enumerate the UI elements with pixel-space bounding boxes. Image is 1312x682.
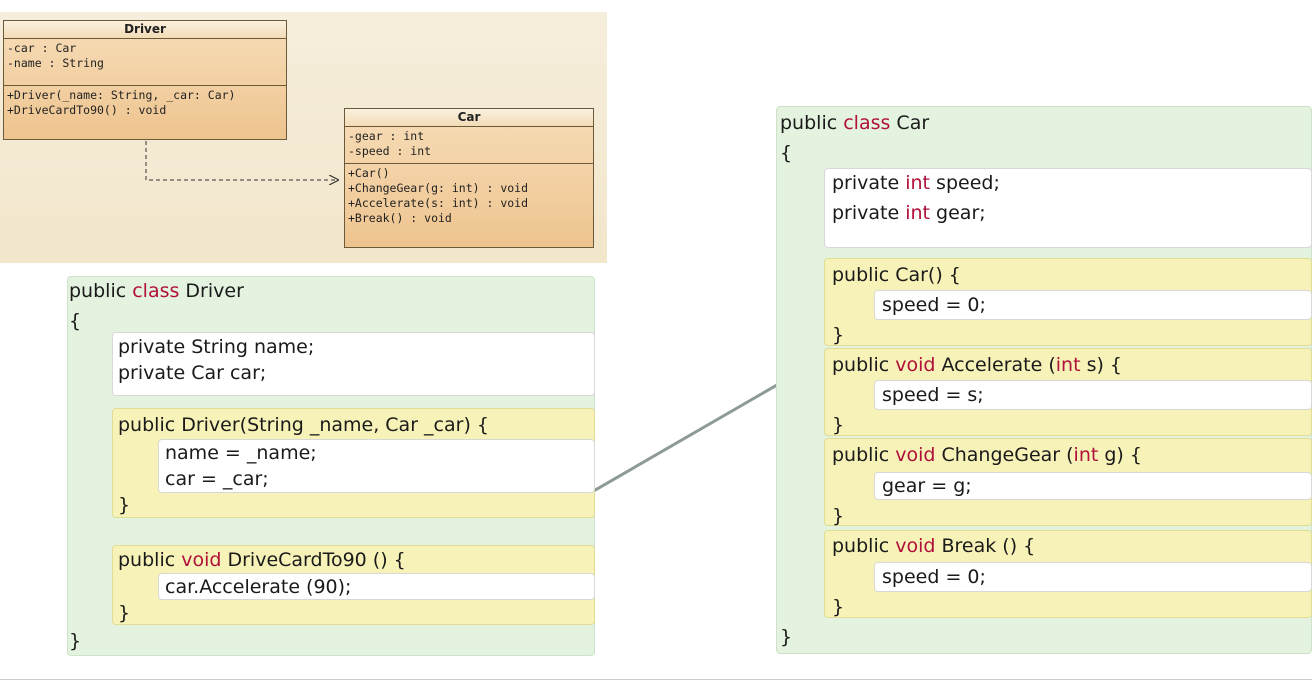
constructor-body: [874, 290, 1312, 320]
uml-attribute: -speed : int: [348, 144, 432, 158]
code-line: public void ChangeGear (int g) {: [832, 444, 1142, 466]
code-line: speed = s;: [882, 384, 984, 406]
method-body: [158, 573, 595, 600]
uml-attributes: -gear : int -speed : int: [345, 127, 593, 164]
code-line: public void DriveCardTo90 () {: [118, 549, 406, 571]
uml-methods: +Car() +ChangeGear(g: int) : void +Accel…: [345, 164, 593, 228]
code-line: private String name;: [118, 336, 315, 358]
uml-method: +ChangeGear(g: int) : void: [348, 181, 529, 195]
code-line: car.Accelerate (90);: [165, 576, 352, 598]
bottom-divider: [0, 679, 1312, 680]
uml-method: +Car(): [348, 166, 390, 180]
uml-methods: +Driver(_name: String, _car: Car) +Drive…: [4, 86, 286, 120]
code-line: }: [69, 630, 82, 652]
code-line: {: [780, 142, 793, 164]
code-line: private int gear;: [832, 202, 986, 224]
code-line: public class Car: [780, 112, 930, 134]
fields-block: [112, 332, 595, 396]
code-line: {: [69, 310, 82, 332]
code-line: }: [118, 494, 131, 516]
code-line: }: [832, 596, 845, 618]
code-line: }: [832, 505, 845, 527]
uml-attribute: -gear : int: [348, 129, 425, 143]
uml-method: +Driver(_name: String, _car: Car): [7, 88, 236, 102]
uml-method: +DriveCardTo90() : void: [7, 103, 167, 117]
code-line: public void Accelerate (int s) {: [832, 354, 1123, 376]
code-line: speed = 0;: [882, 294, 986, 316]
uml-attribute: -name : String: [7, 56, 104, 70]
fields-block: [824, 168, 1312, 248]
code-line: }: [118, 602, 131, 624]
uml-attribute: -car : Car: [7, 41, 77, 55]
code-line: name = _name;: [165, 442, 317, 464]
code-line: public Driver(String _name, Car _car) {: [118, 414, 489, 436]
code-line: }: [832, 324, 845, 346]
code-line: }: [780, 626, 793, 648]
uml-class-driver: Driver -car : Car -name : String +Driver…: [3, 20, 287, 140]
code-line: car = _car;: [165, 468, 269, 490]
code-line: gear = g;: [882, 475, 972, 497]
code-line: private int speed;: [832, 172, 1000, 194]
changegear-body: [874, 472, 1312, 500]
uml-method: +Break() : void: [348, 211, 452, 225]
code-line: public class Driver: [69, 280, 244, 302]
uml-class-car: Car -gear : int -speed : int +Car() +Cha…: [344, 108, 594, 248]
break-body: [874, 562, 1312, 592]
code-line: private Car car;: [118, 362, 267, 384]
constructor-body: [158, 439, 595, 493]
uml-class-title: Car: [345, 109, 593, 127]
uml-class-title: Driver: [4, 21, 286, 39]
code-line: public Car() {: [832, 264, 961, 286]
uml-attributes: -car : Car -name : String: [4, 39, 286, 86]
uml-dependency-arrow: [145, 141, 338, 180]
code-line: public void Break () {: [832, 535, 1036, 557]
code-line: speed = 0;: [882, 566, 986, 588]
code-line: }: [832, 414, 845, 436]
uml-method: +Accelerate(s: int) : void: [348, 196, 529, 210]
